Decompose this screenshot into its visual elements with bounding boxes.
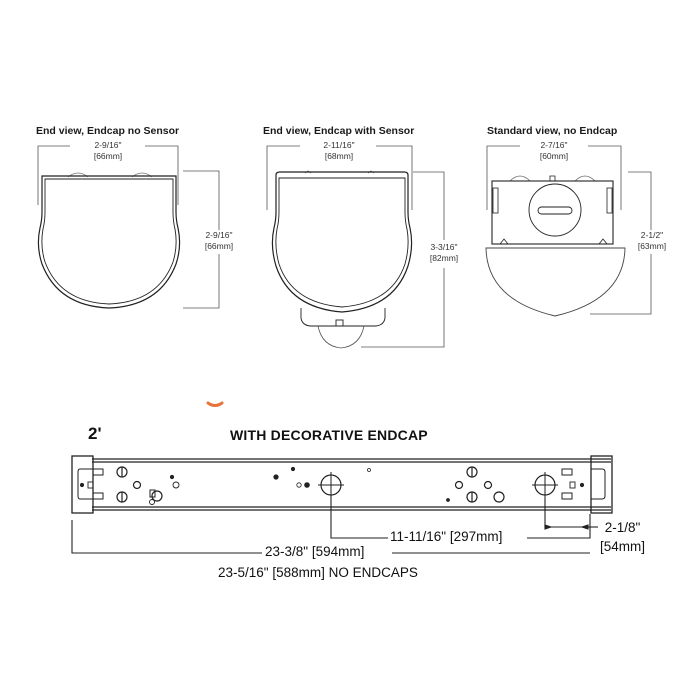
width-mm: [68mm] — [324, 151, 354, 161]
width-dim-endcap-with-sensor: 2-11/16" [68mm] — [302, 140, 376, 162]
fixture-size-label: 2' — [88, 424, 102, 443]
accent-mark — [206, 401, 224, 407]
view-title-endcap-no-sensor: End view, Endcap no Sensor — [36, 125, 180, 137]
view-title-standard-no-endcap: Standard view, no Endcap — [487, 125, 618, 137]
height-mm: [82mm] — [429, 253, 459, 263]
view-title-endcap-with-sensor: End view, Endcap with Sensor — [263, 125, 415, 137]
plan-dimension-lines — [71, 495, 598, 554]
end-view-with-sensor-drawing — [266, 145, 445, 349]
plan-view-title: WITH DECORATIVE ENDCAP — [230, 427, 428, 443]
end-offset-mm: [54mm] — [600, 539, 646, 554]
overall-length-dim: 23-3/8" [594mm] — [265, 544, 365, 559]
width-mm: [66mm] — [93, 151, 123, 161]
no-endcaps-length-dim: 23-5/16" [588mm] NO ENDCAPS — [218, 565, 418, 580]
mount-spacing-dim: 11-11/16" [297mm] — [390, 529, 503, 544]
height-in: 2-1/2" — [640, 230, 664, 240]
width-mm: [60mm] — [539, 151, 569, 161]
width-in: 2-9/16" — [94, 140, 122, 150]
width-in: 2-11/16" — [323, 140, 355, 150]
plan-view-drawing — [71, 455, 613, 514]
height-in: 3-3/16" — [430, 242, 458, 252]
width-dim-standard-no-endcap: 2-7/16" [60mm] — [520, 140, 588, 162]
height-dim-standard-no-endcap: 2-1/2" [63mm] — [630, 230, 674, 252]
height-mm: [63mm] — [637, 241, 667, 251]
end-offset-dim: 2-1/8" [54mm] — [600, 518, 646, 556]
end-offset-in: 2-1/8" — [604, 520, 641, 535]
width-in: 2-7/16" — [540, 140, 568, 150]
height-mm: [66mm] — [204, 241, 234, 251]
width-dim-endcap-no-sensor: 2-9/16" [66mm] — [72, 140, 144, 162]
end-view-no-sensor-drawing — [37, 145, 220, 309]
height-in: 2-9/16" — [205, 230, 233, 240]
standard-view-no-endcap-drawing — [485, 145, 652, 317]
height-dim-endcap-with-sensor: 3-3/16" [82mm] — [421, 242, 467, 264]
height-dim-endcap-no-sensor: 2-9/16" [66mm] — [196, 230, 242, 252]
